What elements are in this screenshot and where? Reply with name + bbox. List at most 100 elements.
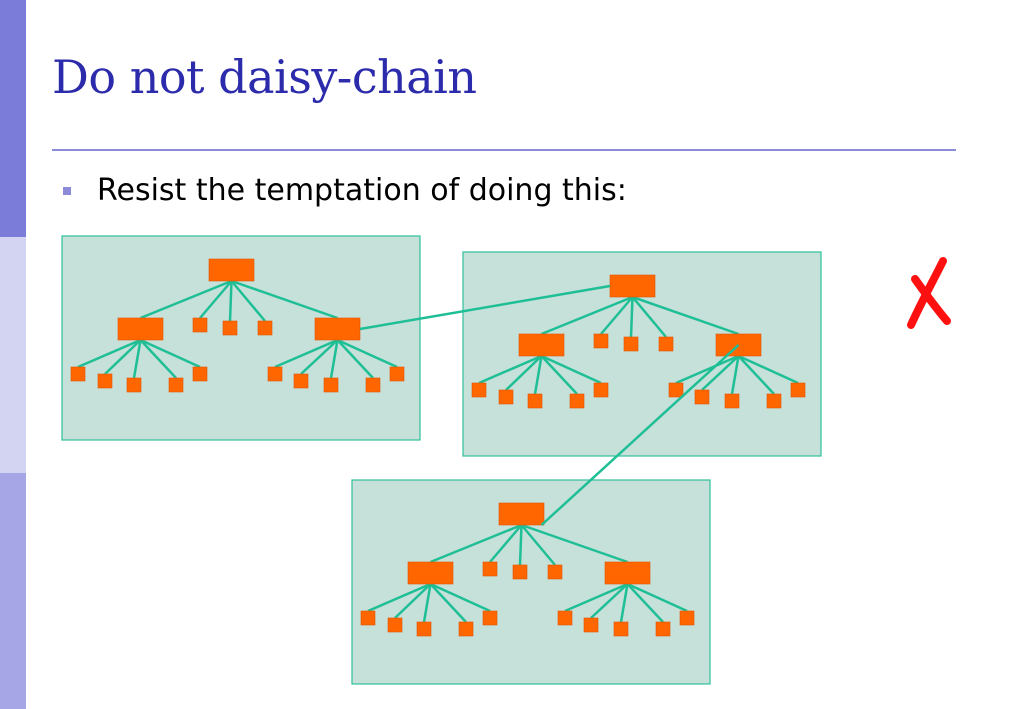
tree-nodes xyxy=(471,274,806,409)
tree-edge xyxy=(230,280,266,322)
leaf-node xyxy=(458,621,474,637)
leaf-node xyxy=(658,336,674,352)
tree-edge xyxy=(429,582,491,613)
leaf-node xyxy=(482,610,498,626)
slide-title: Do not daisy-chain xyxy=(52,50,477,104)
tree-edge xyxy=(533,355,543,395)
root-node xyxy=(208,258,255,282)
leaf-node xyxy=(668,382,684,398)
tree-edge xyxy=(619,583,629,623)
cross-mark-icon xyxy=(907,257,951,329)
leaf-node xyxy=(724,393,740,409)
tree-edge xyxy=(199,280,233,319)
tree-edge xyxy=(600,296,634,335)
branch-node xyxy=(407,561,454,585)
leaf-node xyxy=(365,377,381,393)
leaf-node xyxy=(126,377,142,393)
side-band-middle xyxy=(0,237,26,473)
branch-node xyxy=(314,317,361,341)
leaf-node xyxy=(694,389,710,405)
bullet-marker-icon xyxy=(63,187,71,195)
tree-edge xyxy=(336,339,374,379)
tree-edge xyxy=(626,582,688,613)
title-divider xyxy=(52,149,956,151)
tree-edge xyxy=(540,354,602,385)
leaf-node xyxy=(192,317,208,333)
leaf-node xyxy=(360,610,376,626)
tree-edge xyxy=(541,295,633,336)
tree-edge xyxy=(231,279,338,320)
tree-edges xyxy=(478,295,799,395)
leaf-node xyxy=(593,382,609,398)
leaf-node xyxy=(498,389,514,405)
leaf-node xyxy=(416,621,432,637)
tree-panel-1 xyxy=(61,235,421,441)
leaf-node xyxy=(583,617,599,633)
tree-panel-3 xyxy=(351,479,711,685)
tree-edge xyxy=(140,279,232,320)
tree-panel-2 xyxy=(462,251,822,457)
tree-edge xyxy=(564,582,628,613)
tree-edge xyxy=(489,524,523,563)
leaf-node xyxy=(293,373,309,389)
leaf-node xyxy=(557,610,573,626)
tree-edge xyxy=(629,296,634,338)
tree-edge xyxy=(77,338,141,369)
leaf-node xyxy=(790,382,806,398)
tree-nodes xyxy=(70,258,405,393)
tree-edge xyxy=(675,354,739,385)
branch-node xyxy=(518,333,565,357)
tree-edge xyxy=(590,583,629,619)
tree-edge xyxy=(104,339,142,375)
tree-edge xyxy=(737,355,775,395)
root-node xyxy=(609,274,656,298)
leaf-node xyxy=(389,366,405,382)
leaf-node xyxy=(387,617,403,633)
side-band-top xyxy=(0,0,26,237)
side-band-bottom xyxy=(0,473,26,709)
tree-edge xyxy=(521,523,628,564)
tree-edge xyxy=(626,583,664,623)
tree-edge xyxy=(274,338,338,369)
tree-edge xyxy=(505,355,543,391)
leaf-node xyxy=(471,382,487,398)
leaf-node xyxy=(222,320,238,336)
leaf-node xyxy=(70,366,86,382)
bullet-text: Resist the temptation of doing this: xyxy=(97,173,627,208)
chain-link xyxy=(540,344,740,526)
tree-edge xyxy=(430,523,522,564)
tree-edges xyxy=(367,523,688,623)
tree-edge xyxy=(518,524,523,566)
tree-edge xyxy=(336,338,398,369)
leaf-node xyxy=(512,564,528,580)
leaf-node xyxy=(593,333,609,349)
tree-edge xyxy=(394,583,432,619)
leaf-node xyxy=(168,377,184,393)
leaf-node xyxy=(679,610,695,626)
tree-nodes xyxy=(360,502,695,637)
tree-edge xyxy=(139,339,177,379)
tree-edge xyxy=(228,280,233,322)
tree-edge xyxy=(520,524,556,566)
tree-edges xyxy=(77,279,398,379)
leaf-node xyxy=(569,393,585,409)
tree-edge xyxy=(737,354,799,385)
leaf-node xyxy=(482,561,498,577)
leaf-node xyxy=(323,377,339,393)
tree-edge xyxy=(139,338,201,369)
leaf-node xyxy=(655,621,671,637)
tree-edge xyxy=(730,355,740,395)
leaf-node xyxy=(766,393,782,409)
tree-edge xyxy=(631,296,667,338)
leaf-node xyxy=(527,393,543,409)
leaf-node xyxy=(192,366,208,382)
tree-edge xyxy=(300,339,339,375)
branch-node xyxy=(117,317,164,341)
tree-edge xyxy=(701,355,740,391)
tree-edge xyxy=(367,582,431,613)
tree-edge xyxy=(429,583,467,623)
tree-edge xyxy=(540,355,578,395)
tree-edge xyxy=(478,354,542,385)
leaf-node xyxy=(623,336,639,352)
